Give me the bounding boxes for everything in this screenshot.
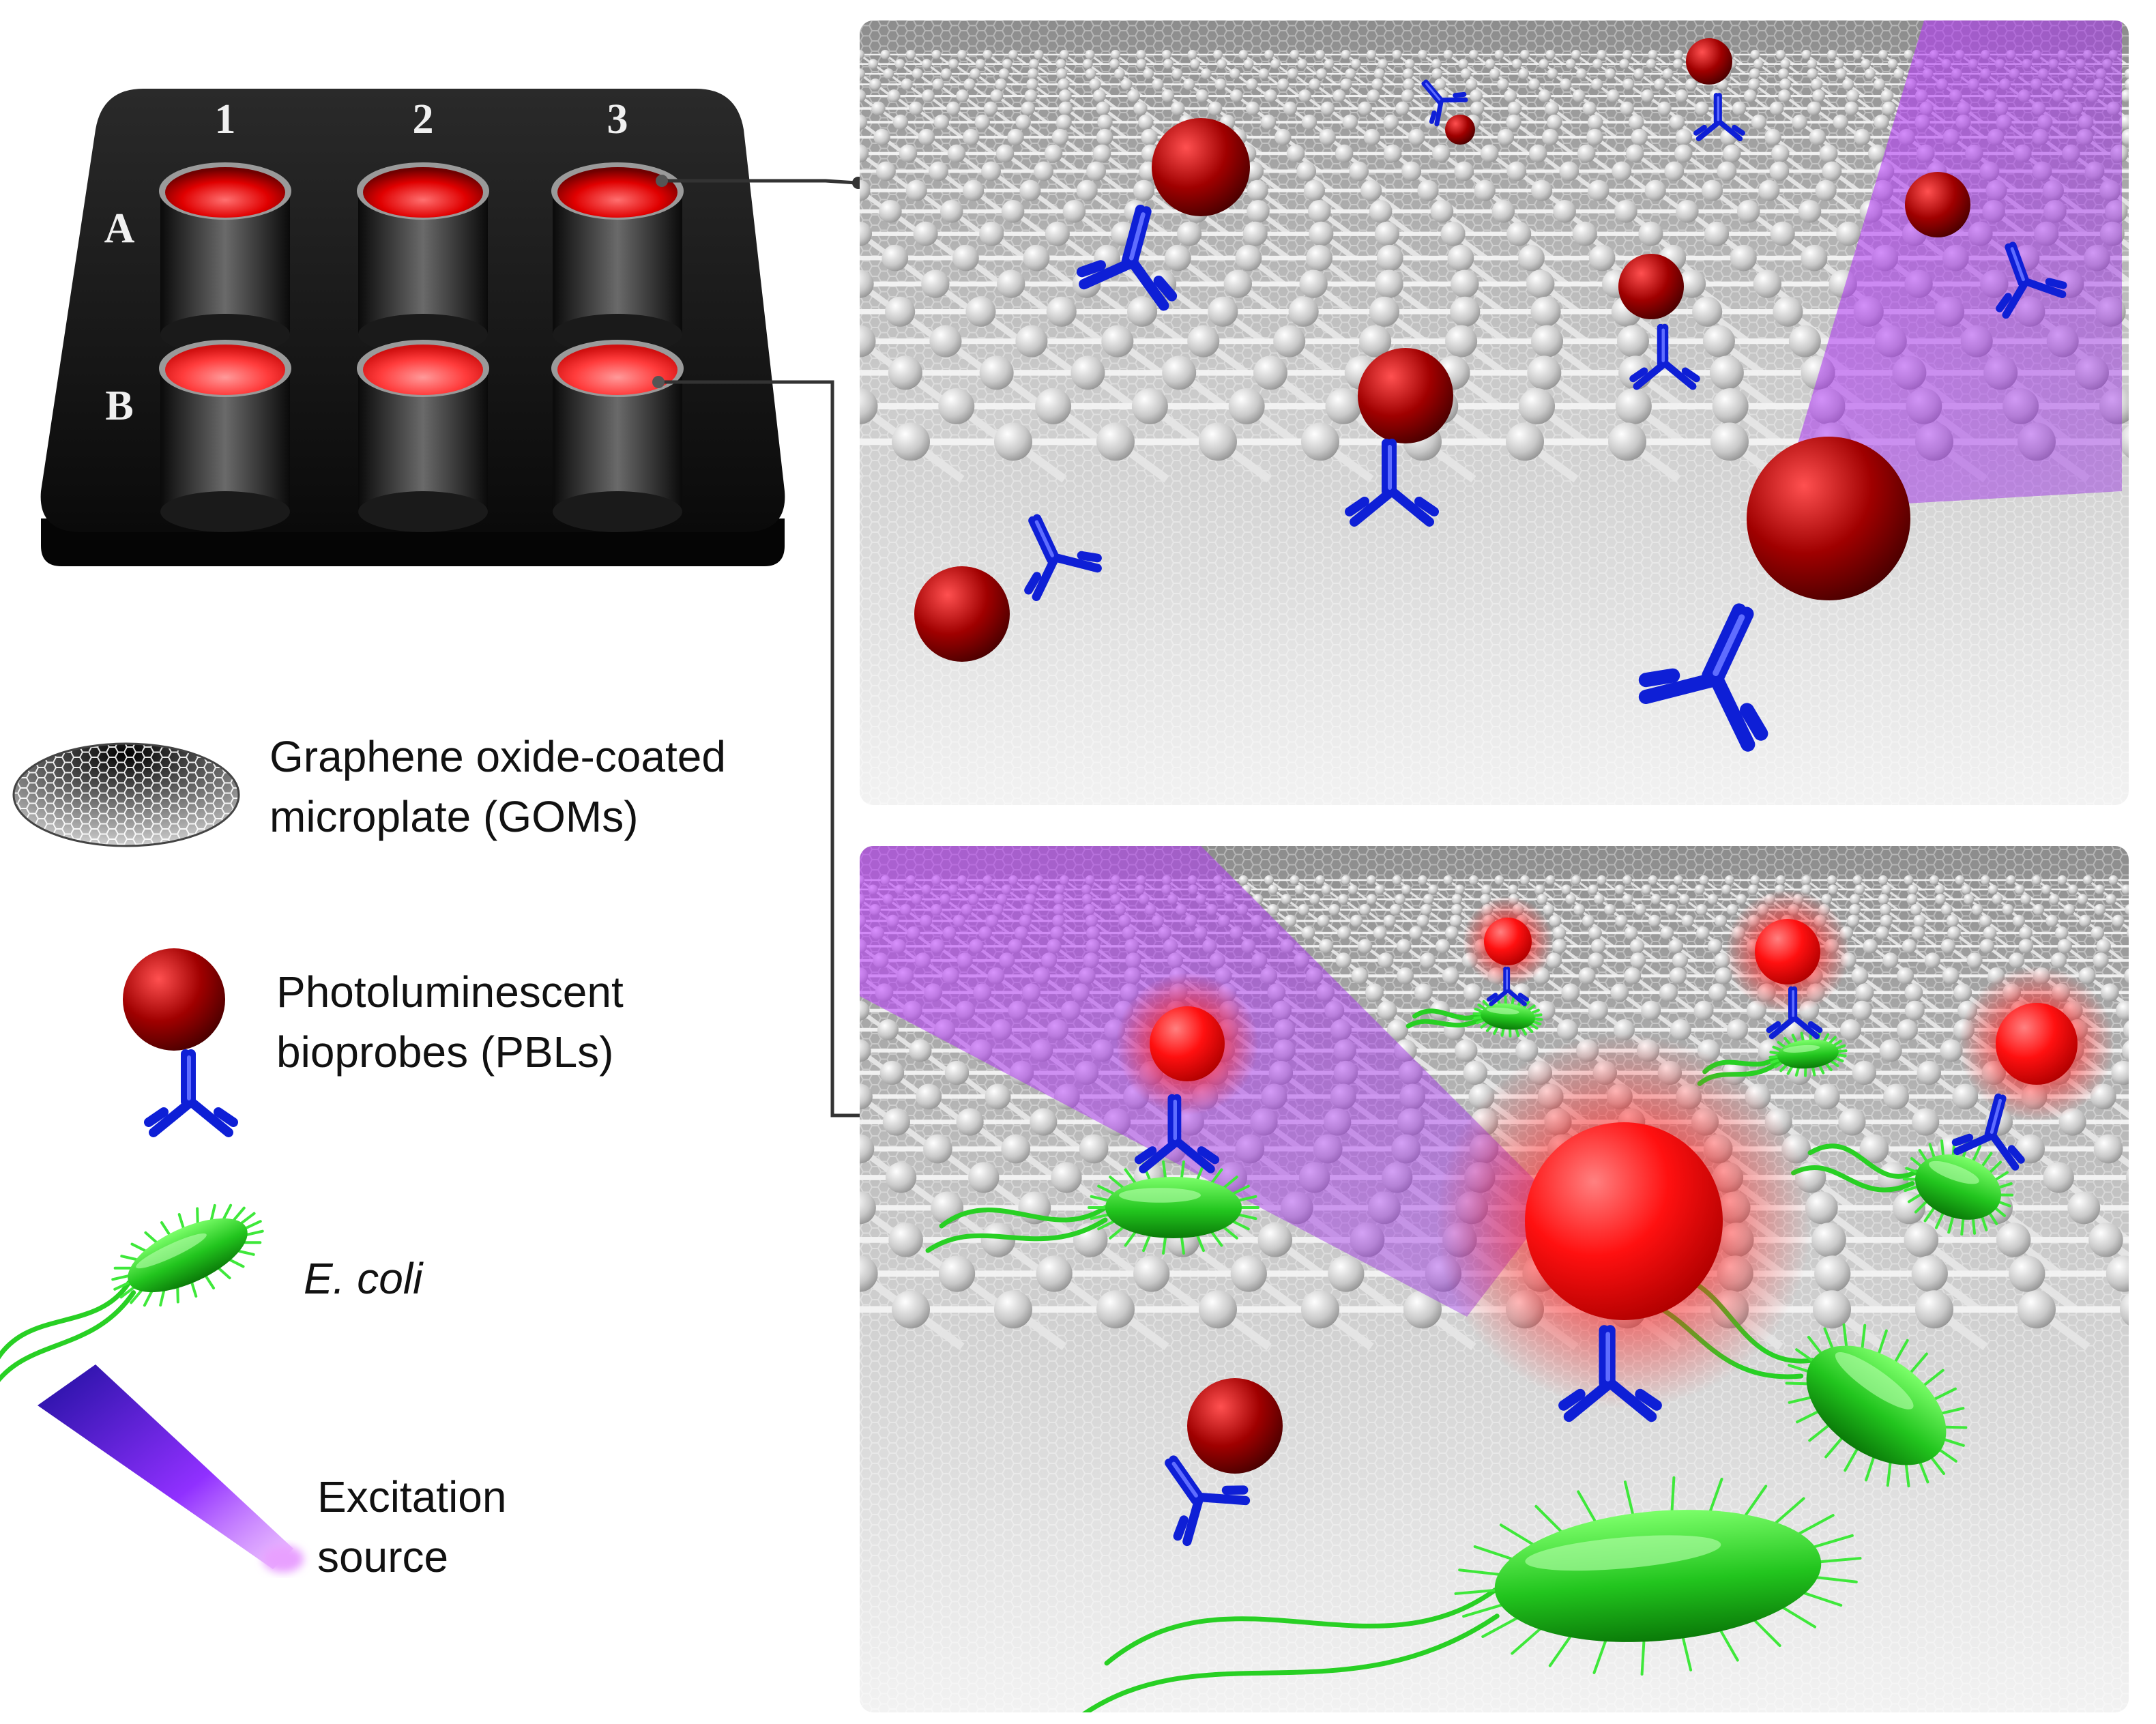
legend-pbl-line2: bioprobes (PBLs) [276, 1027, 614, 1077]
bioprobe [1747, 437, 1910, 600]
antibody [1693, 93, 1745, 142]
legend-gom-text: Graphene oxide-coated microplate (GOMs) [270, 727, 726, 847]
bioprobe [1358, 348, 1453, 443]
probes-bottom [925, 889, 2114, 1712]
legend-excitation-text: Excitation source [317, 1467, 506, 1587]
wells [159, 162, 684, 532]
antibody [1996, 242, 2067, 319]
bioprobe [1725, 889, 1850, 1014]
well [551, 340, 684, 532]
connector-a [665, 179, 857, 185]
microplate: 1 2 3A B [40, 89, 785, 566]
legend-excitation-line1: Excitation [317, 1472, 507, 1521]
antibody [1165, 1455, 1251, 1547]
bacterium [1791, 1138, 2014, 1236]
well [357, 162, 489, 355]
plate-row-label: A [104, 205, 135, 252]
antibody [1486, 966, 1530, 1006]
bioprobe [1436, 1033, 1812, 1409]
bioprobe [1905, 172, 1970, 237]
bacterium-icon [0, 1203, 264, 1391]
legend-pbl-line1: Photoluminescent [276, 967, 624, 1017]
legend-gom-line2: microplate (GOMs) [270, 792, 639, 841]
bioprobe [1686, 38, 1732, 85]
antibody [1558, 1325, 1662, 1422]
probes-top [914, 38, 2067, 752]
bioprobe [1445, 115, 1475, 145]
bacterium [0, 1203, 264, 1391]
bioprobe [1116, 972, 1259, 1115]
bioprobe [123, 948, 225, 1051]
antibody [144, 1049, 238, 1137]
legend-ecoli-text: E. coli [304, 1254, 423, 1303]
antibody [1638, 603, 1768, 752]
bioprobe [1618, 254, 1684, 319]
antibody [1629, 323, 1700, 390]
legend-gom-line1: Graphene oxide-coated [270, 732, 726, 781]
panel-bottom [860, 846, 2129, 1712]
antibody [1345, 439, 1439, 527]
plate-column-label: 1 [215, 96, 236, 143]
bioprobe [1462, 896, 1554, 987]
bacterium [1604, 1271, 1968, 1488]
bacterium [1076, 1476, 1862, 1712]
panel-top [860, 20, 2129, 805]
well [159, 162, 291, 355]
antibody [1951, 1093, 2025, 1171]
light-beam-icon [38, 1364, 304, 1573]
well [357, 340, 489, 532]
bacterium [1405, 995, 1543, 1038]
legend-pbl-text: Photoluminescent bioprobes (PBLs) [276, 962, 624, 1082]
antibody [1024, 514, 1102, 602]
legend-excitation-line2: source [317, 1532, 449, 1581]
well [159, 340, 291, 532]
bioprobe-icon [123, 948, 238, 1137]
antibody [1134, 1094, 1220, 1173]
plate-column-label: 2 [413, 96, 434, 143]
antibody [1766, 986, 1823, 1040]
antibody [1076, 205, 1178, 311]
well [551, 162, 684, 355]
bioprobe [914, 566, 1010, 662]
plate-row-label: B [105, 383, 133, 429]
plate-column-label: 3 [607, 96, 628, 143]
bioprobe [1187, 1378, 1283, 1474]
graphene-sheet-icon [12, 742, 240, 847]
bioprobe [1959, 966, 2114, 1122]
antibody [1421, 79, 1468, 127]
excitation-beam [1788, 20, 2122, 505]
bioprobe [1152, 118, 1250, 216]
plate-labels: 1 2 3A B [104, 96, 628, 429]
